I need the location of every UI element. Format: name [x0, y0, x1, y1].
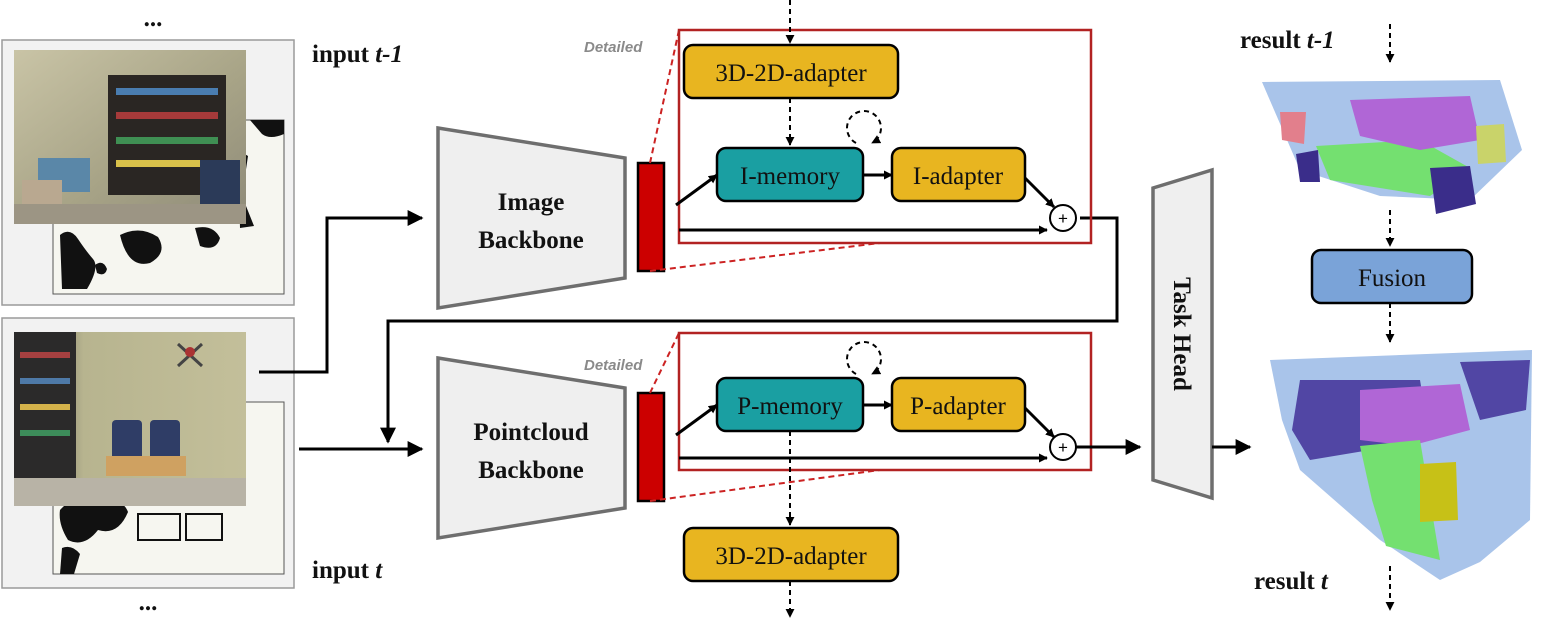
adapter-3d2d-bottom-label: 3D-2D-adapter [715, 543, 867, 570]
image-detail-frame [677, 28, 1093, 245]
rgb-image-prev [14, 50, 246, 224]
sum-bottom-icon: + [1049, 433, 1077, 461]
rgb-image-curr [14, 332, 246, 506]
pointcloud-backbone: Pointcloud Backbone [436, 355, 627, 541]
sum-bottom-symbol: + [1058, 438, 1068, 457]
point-feature-bar [636, 391, 666, 503]
sum-top-symbol: + [1058, 209, 1068, 228]
pointcloud-backbone-line2: Backbone [478, 457, 584, 484]
pointcloud-result-prev [1262, 80, 1522, 214]
adapter-3d2d-top: 3D-2D-adapter [682, 43, 900, 100]
input-connectors [259, 210, 1119, 457]
image-backbone-line1: Image [498, 189, 565, 216]
zoom-guides [649, 29, 881, 502]
ellipsis-bottom: ... [139, 589, 158, 616]
top-flow-arrows [675, 170, 1056, 235]
pointcloud-backbone-line1: Pointcloud [473, 419, 588, 446]
i-memory-label: I-memory [740, 163, 840, 190]
i-adapter: I-adapter [890, 146, 1027, 203]
p-memory: P-memory [715, 376, 865, 433]
p-memory-label: P-memory [737, 393, 843, 420]
image-feature-bar [636, 161, 666, 273]
fusion-box: Fusion [1310, 248, 1474, 305]
adapter-3d2d-bottom: 3D-2D-adapter [682, 526, 900, 583]
i-memory: I-memory [715, 146, 865, 203]
p-memory-self-loop-icon [846, 341, 882, 375]
fusion-label: Fusion [1358, 265, 1427, 292]
ellipsis-top: ... [144, 5, 163, 32]
p-adapter: P-adapter [890, 376, 1027, 433]
adapter-3d2d-top-label: 3D-2D-adapter [715, 60, 867, 87]
detailed-label-bottom: Detailed [584, 357, 643, 374]
input-frames: ... input t-1 [1, 5, 403, 616]
arrow-to-image-backbone [259, 210, 424, 374]
arrow-image-to-pointcloud [380, 216, 1119, 444]
result-column: result t-1 Fusion result t [1240, 24, 1532, 611]
p-adapter-label: P-adapter [910, 393, 1006, 420]
detailed-label-top: Detailed [584, 39, 643, 56]
bottom-flow-arrows [675, 400, 1056, 463]
sum-top-icon: + [1049, 204, 1077, 232]
i-adapter-label: I-adapter [913, 163, 1004, 190]
image-backbone: Image Backbone [436, 125, 627, 311]
task-head-label: Task Head [1168, 277, 1195, 391]
result-prev-label: result t-1 [1240, 27, 1335, 54]
result-curr-label: result t [1254, 568, 1329, 595]
task-head: Task Head [1151, 167, 1214, 501]
pointcloud-result-curr [1270, 350, 1532, 580]
point-detail-frame [677, 331, 1093, 472]
i-memory-self-loop-icon [846, 110, 882, 144]
input-prev-label: input t-1 [312, 41, 403, 68]
input-curr-label: input t [312, 557, 383, 584]
image-backbone-line2: Backbone [478, 227, 584, 254]
